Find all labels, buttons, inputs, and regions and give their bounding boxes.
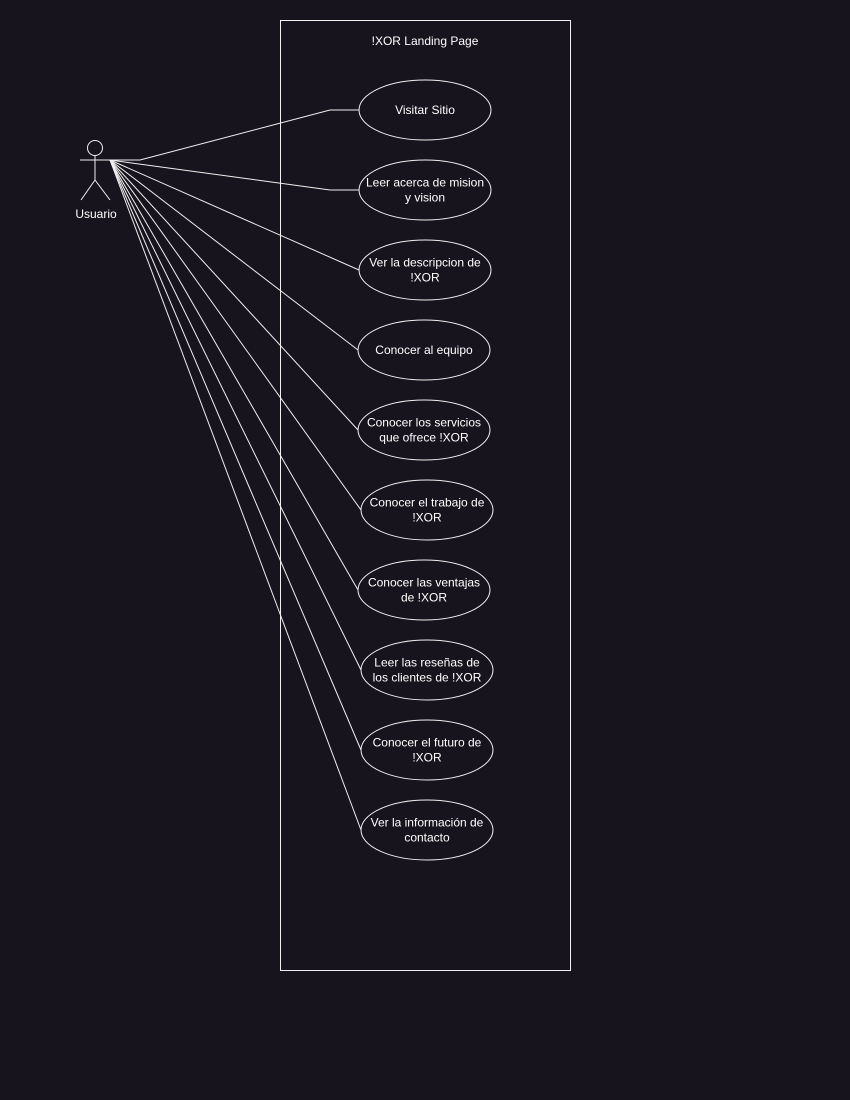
use-case-label-line: Conocer los servicios xyxy=(367,416,481,430)
use-case-label-line: Visitar Sitio xyxy=(395,103,455,117)
system-boundary xyxy=(280,20,571,971)
use-case-ellipse xyxy=(358,159,492,221)
use-case-label-line: !XOR xyxy=(410,271,440,285)
use-case-label-line: contacto xyxy=(404,831,450,845)
use-case-6[interactable]: Conocer el trabajo de!XOR xyxy=(360,479,494,541)
use-case-label-line: Conocer al equipo xyxy=(375,343,473,357)
use-case-label-line: los clientes de !XOR xyxy=(373,671,482,685)
use-case-3[interactable]: Ver la descripcion de!XOR xyxy=(358,239,492,301)
use-case-label-line: !XOR xyxy=(412,511,442,525)
use-case-1[interactable]: Visitar Sitio xyxy=(358,79,492,141)
use-case-label-line: que ofrece !XOR xyxy=(379,431,469,445)
association-line-5 xyxy=(109,159,359,431)
use-case-ellipse xyxy=(357,559,491,621)
actor-usuario[interactable]: Usuario xyxy=(75,140,117,222)
system-title: !XOR Landing Page xyxy=(372,34,479,48)
use-case-ellipse xyxy=(360,719,494,781)
use-case-label-line: Conocer el futuro de xyxy=(373,736,482,750)
use-case-ellipse xyxy=(360,639,494,701)
use-case-label-line: y vision xyxy=(405,191,445,205)
actor-right-leg xyxy=(94,179,111,201)
association-line-7 xyxy=(109,159,359,591)
use-case-ellipse xyxy=(357,399,491,461)
use-case-label-line: Leer acerca de mision xyxy=(366,176,484,190)
actor-label: Usuario xyxy=(75,207,117,221)
association-line-10 xyxy=(109,159,362,831)
use-case-label-line: Leer las reseñas de xyxy=(374,656,480,670)
association-line-6 xyxy=(109,159,362,511)
use-case-9[interactable]: Conocer el futuro de!XOR xyxy=(360,719,494,781)
use-case-ellipse xyxy=(360,479,494,541)
use-case-label-line: Ver la información de xyxy=(371,816,484,830)
association-line-3 xyxy=(109,159,360,271)
actor-left-leg xyxy=(80,179,96,201)
association-line-9 xyxy=(109,159,362,751)
use-case-ellipse xyxy=(360,799,494,861)
use-case-label-line: de !XOR xyxy=(401,591,447,605)
use-case-label-line: !XOR xyxy=(412,751,442,765)
use-case-label-line: Ver la descripcion de xyxy=(369,256,481,270)
use-case-label-line: Conocer el trabajo de xyxy=(370,496,485,510)
association-line-8 xyxy=(109,159,362,671)
actor-head-icon xyxy=(87,140,103,156)
association-line-1 xyxy=(110,109,359,161)
association-lines xyxy=(109,109,362,831)
use-case-label-line: Conocer las ventajas xyxy=(368,576,480,590)
use-case-ellipse xyxy=(358,239,492,301)
association-line-2 xyxy=(109,159,359,191)
use-case-ellipse xyxy=(358,79,492,141)
use-case-4[interactable]: Conocer al equipo xyxy=(357,319,491,381)
association-line-4 xyxy=(109,159,359,351)
use-case-ellipse xyxy=(357,319,491,381)
